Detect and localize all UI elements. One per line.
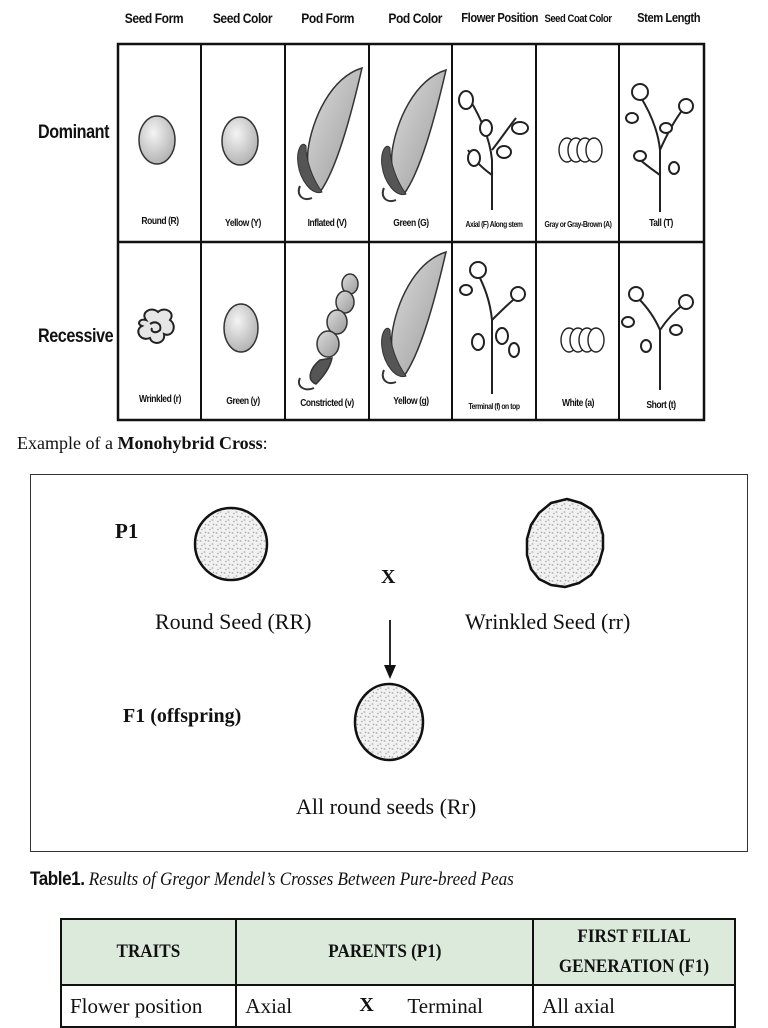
recessive-caption-pod-color: Yellow (g) bbox=[393, 396, 429, 407]
table-caption: Table1. Results of Gregor Mendel’s Cross… bbox=[30, 869, 514, 891]
header-pod-color: Pod Color bbox=[388, 10, 443, 26]
example-bold-term: Monohybrid Cross bbox=[117, 433, 263, 453]
row-label-recessive: Recessive bbox=[38, 326, 114, 347]
white-seed-coat-icon bbox=[560, 327, 605, 353]
wrinkled-seed-parent-icon bbox=[525, 497, 605, 589]
dominant-caption-flower-position: Axial (F) Along stem bbox=[465, 220, 523, 229]
round-seed-offspring-icon bbox=[353, 682, 425, 762]
header-f1-text: FIRST FILIAL GENERATION (F1) bbox=[558, 926, 710, 977]
cell-f1: All axial bbox=[532, 984, 736, 1028]
green-seed-icon bbox=[223, 303, 259, 353]
cross-symbol: X bbox=[381, 566, 396, 588]
monohybrid-cross-diagram: P1 X Round Seed (RR) Wrinkled Seed (rr) … bbox=[30, 474, 748, 852]
f1-label: F1 (offspring) bbox=[123, 705, 242, 727]
dominant-caption-seed-color: Yellow (Y) bbox=[225, 218, 261, 229]
arrow-down-icon bbox=[384, 620, 396, 679]
header-traits-text: TRAITS bbox=[116, 941, 181, 962]
caption-label: Table1. bbox=[30, 869, 85, 890]
cell-trait: Flower position bbox=[59, 984, 238, 1028]
p1-label: P1 bbox=[115, 519, 139, 543]
yellow-pod-icon bbox=[381, 250, 448, 384]
recessive-caption-stem-length: Short (t) bbox=[646, 400, 676, 411]
cell-parents: Axial X Terminal bbox=[235, 984, 535, 1028]
example-suffix: : bbox=[262, 433, 268, 453]
dominant-caption-pod-form: Inflated (V) bbox=[307, 218, 347, 229]
trait-figure: Seed Form Seed Color Pod Form Pod Color … bbox=[0, 0, 768, 425]
dominant-caption-pod-color: Green (G) bbox=[393, 218, 429, 229]
round-seed-parent-icon bbox=[193, 506, 269, 582]
header-seed-coat-color: Seed Coat Color bbox=[544, 13, 612, 25]
header-seed-form: Seed Form bbox=[124, 10, 184, 26]
header-seed-color: Seed Color bbox=[212, 10, 273, 26]
table-row: Flower position Axial X Terminal All axi… bbox=[59, 984, 736, 1028]
yellow-seed-icon bbox=[221, 116, 259, 166]
row-label-dominant: Dominant bbox=[38, 122, 110, 143]
dominant-caption-stem-length: Tall (T) bbox=[649, 218, 673, 229]
trait-grid bbox=[116, 42, 706, 422]
cell-parent1: Axial bbox=[245, 993, 293, 1018]
header-traits: TRAITS bbox=[59, 918, 238, 986]
header-pod-form: Pod Form bbox=[301, 10, 355, 26]
recessive-caption-pod-form: Constricted (v) bbox=[300, 398, 354, 409]
results-header-row: TRAITS PARENTS (P1) FIRST FILIAL GENERAT… bbox=[59, 918, 736, 986]
results-table: TRAITS PARENTS (P1) FIRST FILIAL GENERAT… bbox=[59, 918, 736, 1028]
header-parents: PARENTS (P1) bbox=[235, 918, 535, 986]
header-flower-position: Flower Position bbox=[461, 10, 539, 25]
header-f1: FIRST FILIAL GENERATION (F1) bbox=[532, 918, 736, 986]
dominant-caption-seed-form: Round (R) bbox=[141, 216, 179, 227]
caption-text: Results of Gregor Mendel’s Crosses Betwe… bbox=[84, 869, 514, 890]
cross-illustration bbox=[193, 497, 605, 762]
recessive-caption-flower-position: Terminal (f) on top bbox=[468, 402, 520, 411]
cell-parent2: Terminal bbox=[407, 993, 483, 1018]
cell-cross-symbol: X bbox=[359, 994, 374, 1016]
recessive-caption-seed-color: Green (y) bbox=[226, 396, 260, 407]
wrinkled-seed-icon bbox=[137, 308, 175, 344]
example-heading: Example of a Monohybrid Cross: bbox=[17, 433, 268, 454]
dominant-caption-seed-coat: Gray or Gray-Brown (A) bbox=[544, 220, 612, 229]
recessive-caption-seed-form: Wrinkled (r) bbox=[139, 394, 181, 405]
header-parents-text: PARENTS (P1) bbox=[328, 941, 442, 962]
parent2-label: Wrinkled Seed (rr) bbox=[465, 609, 631, 634]
gray-seed-coat-icon bbox=[558, 137, 603, 163]
green-pod-icon bbox=[381, 68, 448, 202]
parent1-label: Round Seed (RR) bbox=[155, 609, 312, 634]
terminal-flower-plant-icon bbox=[459, 261, 526, 394]
header-stem-length: Stem Length bbox=[637, 10, 701, 25]
tall-stem-plant-icon bbox=[625, 83, 694, 212]
offspring-label: All round seeds (Rr) bbox=[296, 794, 477, 819]
inflated-pod-icon bbox=[297, 66, 364, 200]
axial-flower-plant-icon bbox=[458, 90, 529, 210]
short-stem-plant-icon bbox=[621, 286, 694, 390]
constricted-pod-icon bbox=[298, 273, 359, 391]
round-seed-icon bbox=[138, 115, 176, 165]
example-prefix: Example of a bbox=[17, 433, 118, 453]
recessive-caption-seed-coat: White (a) bbox=[561, 398, 595, 409]
